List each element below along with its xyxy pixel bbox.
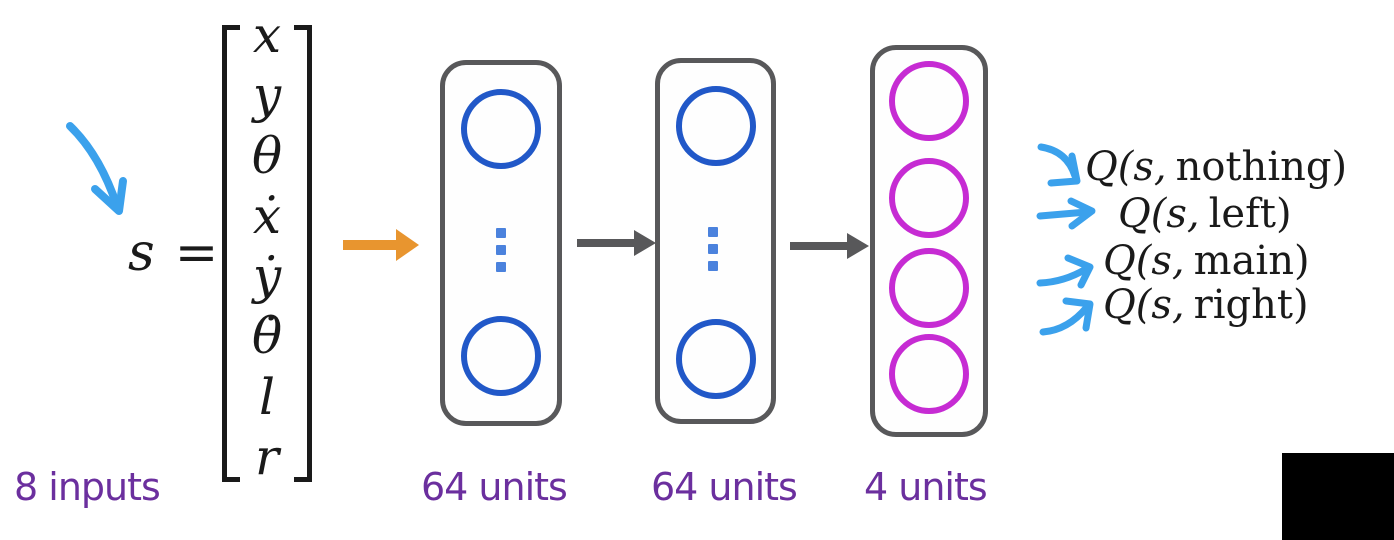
q-prefix: Q(s, xyxy=(1118,191,1200,237)
q-action: right) xyxy=(1193,282,1309,328)
vector-bracket-left xyxy=(222,25,240,482)
q-value-main: Q(s,main) xyxy=(1103,241,1310,281)
q-action: main) xyxy=(1193,238,1310,284)
vector-bracket-right xyxy=(294,25,312,482)
layer1-ellipsis-dot xyxy=(496,245,506,255)
input-to-layer1-arrow-icon xyxy=(343,229,419,261)
layer2-ellipsis-dot xyxy=(708,227,718,237)
vector-entry-y: y xyxy=(252,66,282,125)
vector-entry-theta: θ xyxy=(251,126,283,185)
output-neuron-2 xyxy=(889,158,969,238)
layer2-ellipsis-dot xyxy=(708,261,718,271)
q-main-arrow-icon xyxy=(1036,254,1094,289)
vector-entry-xdot: ẋ xyxy=(252,186,282,245)
q-nothing-arrow-icon xyxy=(1037,143,1081,187)
q-value-right: Q(s,right) xyxy=(1103,285,1309,325)
output-neuron-3 xyxy=(889,248,969,328)
layer2-units-label: 64 units xyxy=(651,465,798,509)
output-neuron-4 xyxy=(889,334,969,414)
inputs-count-label: 8 inputs xyxy=(14,465,161,509)
q-value-nothing: Q(s,nothing) xyxy=(1085,147,1347,187)
layer1-units-label: 64 units xyxy=(421,465,568,509)
vector-entry-r: r xyxy=(255,427,279,486)
vector-entry-x: x xyxy=(252,6,282,64)
output-neuron-1 xyxy=(889,61,969,141)
layer1-to-layer2-arrow-icon xyxy=(577,230,656,256)
state-equation: s= xyxy=(128,227,218,279)
black-overlay-box xyxy=(1282,453,1394,540)
vector-entry-thetadot: θ̇ xyxy=(251,307,283,366)
q-prefix: Q(s, xyxy=(1085,144,1167,190)
state-vector: x y θ ẋ ẏ θ̇ l r xyxy=(236,10,298,482)
layer1-neuron-bottom xyxy=(461,316,541,396)
q-action: left) xyxy=(1208,191,1292,237)
equals-sign: = xyxy=(174,223,219,283)
layer1-neuron-top xyxy=(461,89,541,169)
q-prefix: Q(s, xyxy=(1103,238,1185,284)
state-symbol: s xyxy=(128,223,155,283)
q-right-arrow-icon xyxy=(1039,297,1094,336)
layer2-neuron-top xyxy=(676,86,756,166)
vector-entry-ydot: ẏ xyxy=(252,247,282,306)
layer2-ellipsis-dot xyxy=(708,244,718,254)
q-left-arrow-icon xyxy=(1036,197,1096,230)
layer1-ellipsis-dot xyxy=(496,262,506,272)
q-action: nothing) xyxy=(1175,144,1348,190)
q-prefix: Q(s, xyxy=(1103,282,1185,328)
q-value-left: Q(s,left) xyxy=(1118,194,1292,234)
layer2-to-layer3-arrow-icon xyxy=(790,233,869,259)
layer1-ellipsis-dot xyxy=(496,228,506,238)
layer2-neuron-bottom xyxy=(676,319,756,399)
layer3-units-label: 4 units xyxy=(864,465,988,509)
vector-entry-l: l xyxy=(259,367,275,426)
state-annotation-arrow-icon xyxy=(66,122,127,215)
